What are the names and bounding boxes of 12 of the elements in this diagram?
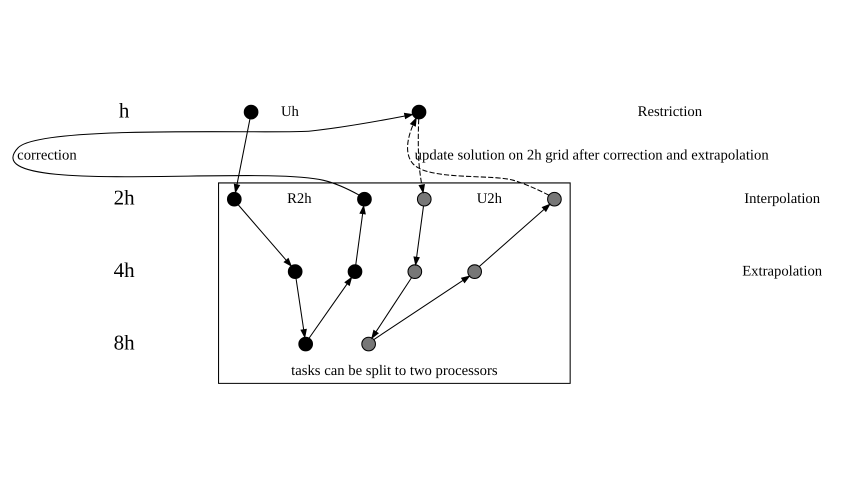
edge-label: update solution on 2h grid after correction and extrapolation	[414, 147, 769, 164]
node-label: U2h	[476, 190, 502, 207]
edge-label: correction	[17, 147, 77, 164]
node-label: Uh	[280, 103, 299, 120]
label: 8h	[114, 330, 135, 354]
label: h	[118, 98, 130, 122]
legend-label: Restriction	[638, 103, 702, 120]
legend-label: Extrapolation	[742, 263, 822, 280]
label: 4h	[114, 257, 135, 282]
label: 2h	[114, 184, 135, 209]
legend-label: Interpolation	[744, 190, 820, 207]
node-label: R2h	[287, 190, 312, 207]
